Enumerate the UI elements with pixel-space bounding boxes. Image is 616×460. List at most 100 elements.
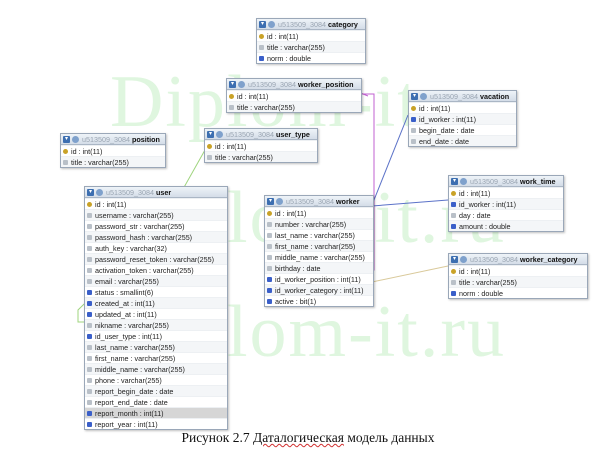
text-column-icon	[87, 278, 92, 284]
column-row[interactable]: username : varchar(255)	[85, 209, 227, 220]
column-row[interactable]: id_worker : int(11)	[449, 198, 563, 209]
numeric-column-icon	[87, 410, 92, 416]
numeric-column-icon	[87, 289, 92, 295]
options-icon[interactable]	[268, 20, 275, 28]
table-header[interactable]: ▾ u513509_3084 work_time	[449, 176, 563, 187]
table-header[interactable]: ▾ u513509_3084 category	[257, 19, 365, 30]
table-prefix: u513509_3084	[286, 196, 334, 206]
column-row[interactable]: begin_date : date	[409, 124, 516, 135]
column-row[interactable]: norm : double	[257, 52, 365, 63]
column-row[interactable]: id : int(11)	[257, 30, 365, 41]
column-row[interactable]: auth_key : varchar(32)	[85, 242, 227, 253]
column-row[interactable]: id : int(11)	[409, 102, 516, 113]
numeric-column-icon	[87, 333, 92, 339]
column-row[interactable]: norm : double	[449, 287, 587, 298]
numeric-column-icon	[411, 116, 416, 122]
table-header[interactable]: ▾ u513509_3084 vacation	[409, 91, 516, 102]
table-header[interactable]: ▾ u513509_3084 worker	[265, 196, 373, 207]
column-row[interactable]: title : varchar(255)	[257, 41, 365, 52]
column-row[interactable]: nikname : varchar(255)	[85, 319, 227, 330]
options-icon[interactable]	[238, 80, 245, 88]
column-row[interactable]: last_name : varchar(255)	[85, 341, 227, 352]
column-row[interactable]: id : int(11)	[61, 145, 165, 156]
column-row[interactable]: id : int(11)	[85, 198, 227, 209]
column-row[interactable]: middle_name : varchar(255)	[265, 251, 373, 262]
primary-key-icon	[411, 105, 416, 111]
column-row[interactable]: title : varchar(255)	[61, 156, 165, 167]
options-icon[interactable]	[460, 255, 467, 263]
table-worker-position[interactable]: ▾ u513509_3084 worker_position id : int(…	[226, 78, 362, 113]
column-row[interactable]: password_str : varchar(255)	[85, 220, 227, 231]
options-icon[interactable]	[420, 92, 427, 100]
column-row[interactable]: first_name : varchar(255)	[85, 352, 227, 363]
column-list: id : int(11)title : varchar(255)	[205, 140, 317, 162]
table-header[interactable]: ▾ u513509_3084 position	[61, 134, 165, 145]
column-row[interactable]: id : int(11)	[227, 90, 361, 101]
column-row[interactable]: report_begin_date : date	[85, 385, 227, 396]
options-icon[interactable]	[96, 188, 103, 196]
column-row[interactable]: id : int(11)	[265, 207, 373, 218]
table-user[interactable]: ▾ u513509_3084 user id : int(11)username…	[84, 186, 228, 430]
column-row[interactable]: birthday : date	[265, 262, 373, 273]
column-row[interactable]: created_at : int(11)	[85, 297, 227, 308]
table-position[interactable]: ▾ u513509_3084 position id : int(11)titl…	[60, 133, 166, 168]
column-row[interactable]: id : int(11)	[449, 187, 563, 198]
table-worker[interactable]: ▾ u513509_3084 worker id : int(11)number…	[264, 195, 374, 307]
column-row[interactable]: active : bit(1)	[265, 295, 373, 306]
column-row[interactable]: report_month : int(11)	[85, 407, 227, 418]
column-row[interactable]: id_worker_position : int(11)	[265, 273, 373, 284]
table-vacation[interactable]: ▾ u513509_3084 vacation id : int(11)id_w…	[408, 90, 517, 147]
table-header[interactable]: ▾ u513509_3084 worker_category	[449, 254, 587, 265]
column-row[interactable]: amount : double	[449, 220, 563, 231]
column-row[interactable]: id : int(11)	[205, 140, 317, 151]
column-row[interactable]: id_worker : int(11)	[409, 113, 516, 124]
options-icon[interactable]	[216, 130, 223, 138]
column-row[interactable]: email : varchar(255)	[85, 275, 227, 286]
options-icon[interactable]	[72, 135, 79, 143]
table-header[interactable]: ▾ u513509_3084 user_type	[205, 129, 317, 140]
table-prefix: u513509_3084	[278, 19, 326, 29]
table-icon: ▾	[451, 255, 458, 263]
text-column-icon	[267, 265, 272, 271]
options-icon[interactable]	[276, 197, 283, 205]
text-column-icon	[411, 127, 416, 133]
options-icon[interactable]	[460, 177, 467, 185]
table-header[interactable]: ▾ u513509_3084 worker_position	[227, 79, 361, 90]
column-row[interactable]: title : varchar(255)	[205, 151, 317, 162]
table-prefix: u513509_3084	[248, 79, 296, 89]
column-row[interactable]: password_reset_token : varchar(255)	[85, 253, 227, 264]
text-column-icon	[87, 388, 92, 394]
column-row[interactable]: report_year : int(11)	[85, 418, 227, 429]
column-row[interactable]: phone : varchar(255)	[85, 374, 227, 385]
table-name: worker	[335, 196, 360, 206]
table-worker-category[interactable]: ▾ u513509_3084 worker_category id : int(…	[448, 253, 588, 299]
column-row[interactable]: last_name : varchar(255)	[265, 229, 373, 240]
table-category[interactable]: ▾ u513509_3084 category id : int(11)titl…	[256, 18, 366, 64]
table-work-time[interactable]: ▾ u513509_3084 work_time id : int(11)id_…	[448, 175, 564, 232]
column-row[interactable]: id : int(11)	[449, 265, 587, 276]
column-row[interactable]: middle_name : varchar(255)	[85, 363, 227, 374]
table-user-type[interactable]: ▾ u513509_3084 user_type id : int(11)tit…	[204, 128, 318, 163]
column-row[interactable]: id_user_type : int(11)	[85, 330, 227, 341]
column-row[interactable]: status : smallint(6)	[85, 286, 227, 297]
table-name: category	[327, 19, 358, 29]
primary-key-icon	[259, 33, 264, 39]
column-label: password_hash : varchar(255)	[95, 232, 193, 242]
relation-worker-worker-category	[371, 265, 449, 283]
table-header[interactable]: ▾ u513509_3084 user	[85, 187, 227, 198]
column-row[interactable]: password_hash : varchar(255)	[85, 231, 227, 242]
column-row[interactable]: first_name : varchar(255)	[265, 240, 373, 251]
column-row[interactable]: id_worker_category : int(11)	[265, 284, 373, 295]
column-label: last_name : varchar(255)	[275, 230, 355, 240]
column-row[interactable]: report_end_date : date	[85, 396, 227, 407]
column-row[interactable]: updated_at : int(11)	[85, 308, 227, 319]
column-row[interactable]: number : varchar(255)	[265, 218, 373, 229]
column-row[interactable]: activation_token : varchar(255)	[85, 264, 227, 275]
primary-key-icon	[451, 268, 456, 274]
column-row[interactable]: end_date : date	[409, 135, 516, 146]
column-list: id : int(11)id_worker : int(11)begin_dat…	[409, 102, 516, 146]
column-row[interactable]: title : varchar(255)	[227, 101, 361, 112]
column-label: title : varchar(255)	[215, 152, 273, 162]
column-row[interactable]: title : varchar(255)	[449, 276, 587, 287]
column-row[interactable]: day : date	[449, 209, 563, 220]
